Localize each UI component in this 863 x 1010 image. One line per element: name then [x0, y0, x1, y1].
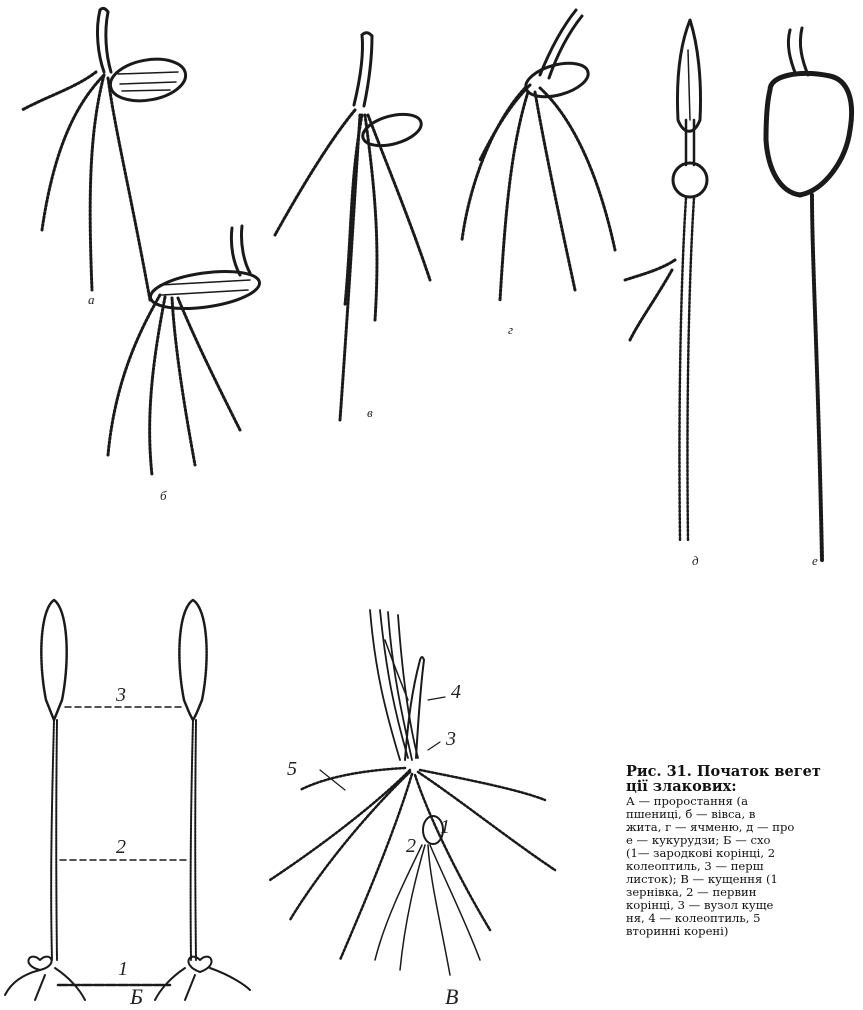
panel-label-tillering: В — [445, 984, 458, 1010]
seedling-barley — [462, 10, 615, 300]
seedling-millet — [625, 20, 707, 540]
label-e: е — [812, 553, 818, 569]
seedling-corn — [766, 28, 852, 560]
label-v-2: 2 — [406, 835, 416, 858]
figure-caption: Рис. 31. Початок вегет ції злакових: А —… — [626, 764, 863, 938]
seedling-wheat — [22, 8, 189, 300]
label-v-4: 4 — [451, 681, 461, 704]
label-v-1: 1 — [440, 816, 450, 839]
seedlings-sprouting — [5, 600, 250, 1000]
tillering-plant — [270, 610, 555, 975]
label-v: в — [367, 405, 373, 421]
caption-title: Рис. 31. Початок вегет ції злакових: — [626, 764, 863, 794]
label-v-5: 5 — [287, 758, 297, 781]
label-b-2: 2 — [116, 836, 126, 859]
panel-label-shoots: Б — [130, 984, 143, 1010]
seedling-oat — [108, 226, 262, 475]
seedling-rye — [275, 33, 430, 420]
label-b: б — [160, 488, 167, 504]
label-a: а — [88, 292, 95, 308]
label-d: д — [692, 553, 699, 569]
label-b-1: 1 — [118, 958, 128, 981]
label-v-3: 3 — [446, 728, 456, 751]
label-g: г — [508, 322, 513, 338]
caption-body: А — проростання (а пшениці, б — вівса, в… — [626, 795, 863, 938]
label-b-3: 3 — [116, 684, 126, 707]
